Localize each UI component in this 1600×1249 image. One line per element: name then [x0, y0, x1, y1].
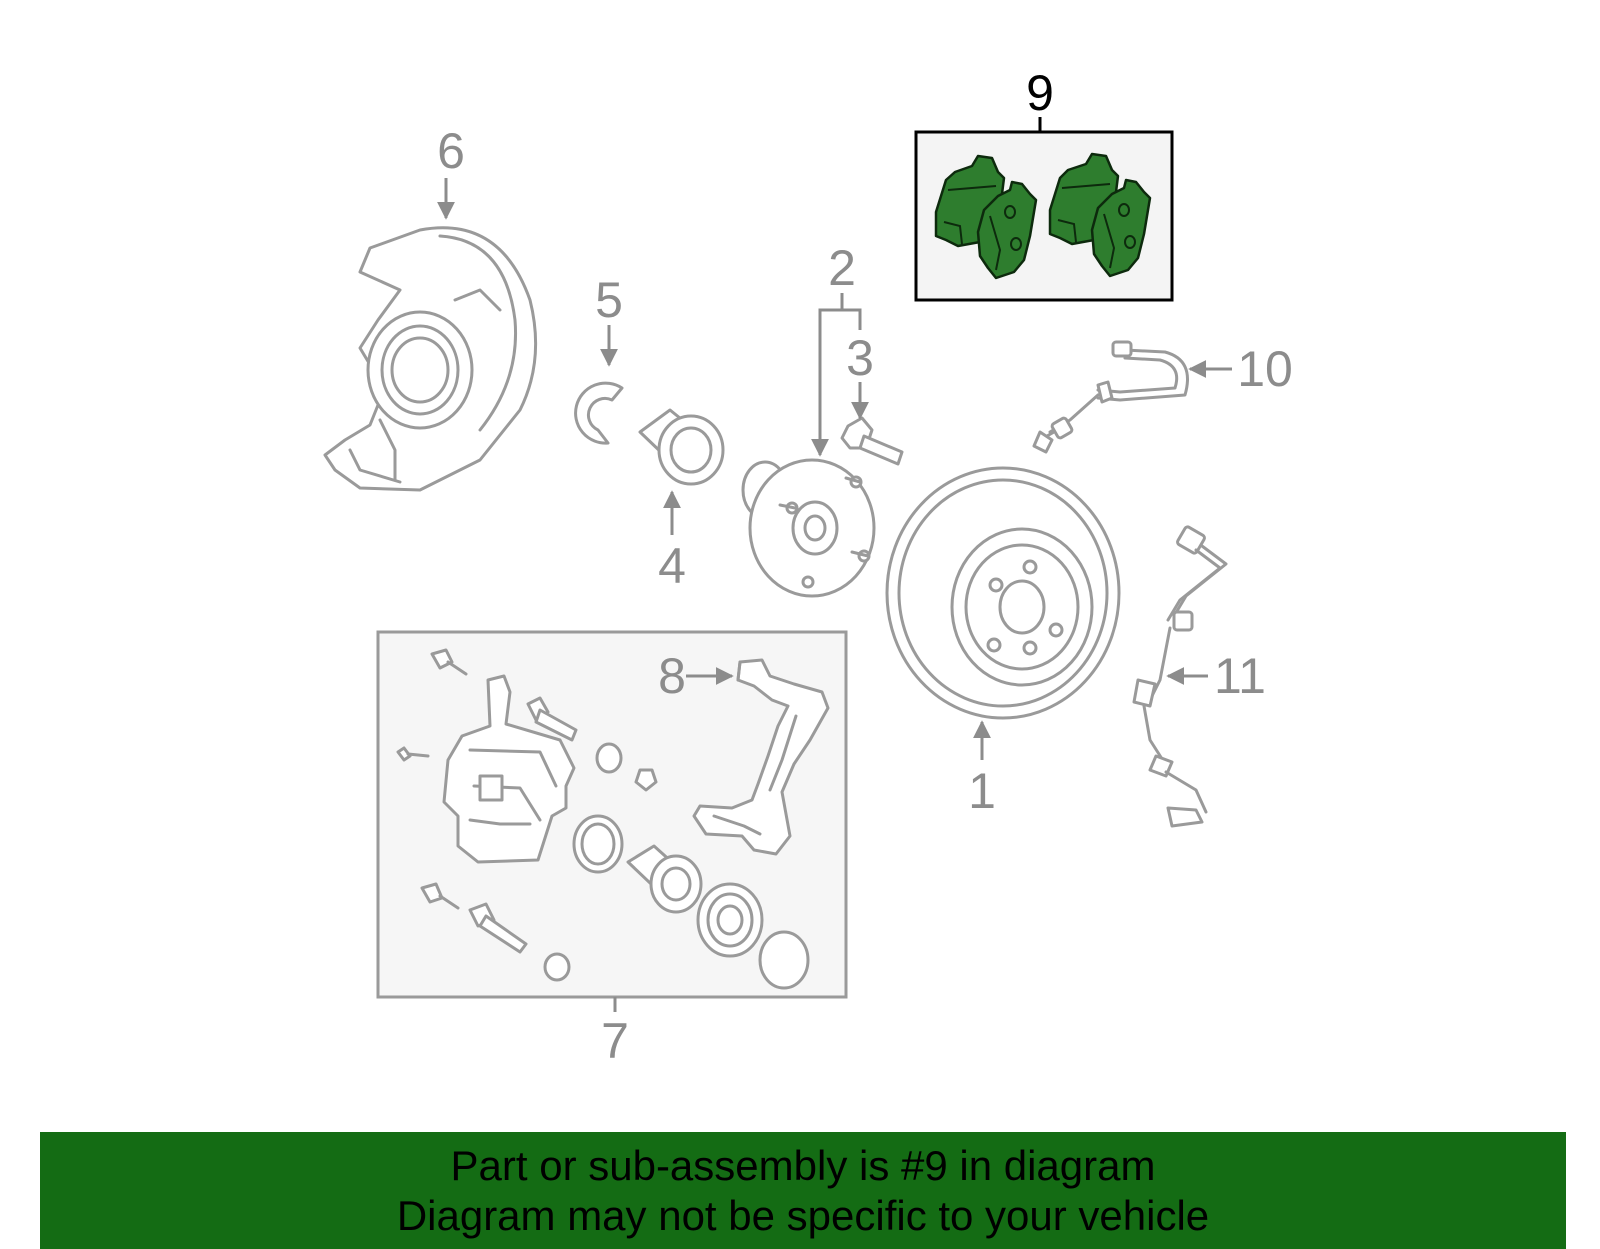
banner-line-part-info: Part or sub-assembly is #9 in diagram: [450, 1141, 1156, 1189]
part-9-brake-pads-kit[interactable]: [914, 130, 1174, 302]
callout-5: 5: [595, 272, 623, 367]
callout-4-label: 4: [658, 538, 686, 594]
part-3-wheel-stud[interactable]: [840, 416, 904, 466]
callout-1: 1: [968, 720, 996, 819]
callout-3-label: 3: [846, 330, 874, 386]
callout-6: 6: [437, 123, 465, 220]
part-6-dust-shield[interactable]: [323, 226, 538, 492]
part-1-rotor[interactable]: [885, 466, 1121, 720]
banner-line-disclaimer: Diagram may not be specific to your vehi…: [396, 1191, 1210, 1239]
part-10-brake-hose[interactable]: [1032, 340, 1189, 454]
callout-10: 10: [1188, 341, 1293, 397]
callout-5-label: 5: [595, 272, 623, 328]
callout-3: 3: [846, 330, 874, 420]
callout-6-label: 6: [437, 123, 465, 179]
callout-9-label: 9: [1026, 65, 1054, 121]
brake-assembly-diagram: 6 5 4 2: [323, 65, 1293, 1069]
callout-1-label: 1: [968, 763, 996, 819]
callout-2-label: 2: [828, 240, 856, 296]
part-2-hub[interactable]: [741, 458, 876, 598]
callout-2: 2: [811, 240, 862, 457]
callout-8-label: 8: [658, 648, 686, 704]
callout-10-label: 10: [1237, 341, 1293, 397]
info-banner: Part or sub-assembly is #9 in diagram Di…: [40, 1132, 1566, 1249]
part-5-snap-ring[interactable]: [574, 381, 624, 445]
callout-8: 8: [658, 648, 734, 704]
callout-11-label: 11: [1214, 648, 1266, 704]
brake-pad-set-left: [934, 154, 1038, 280]
part-8-caliper-bracket[interactable]: [692, 658, 830, 856]
part-11-abs-sensor[interactable]: [1132, 525, 1228, 828]
callout-4: 4: [658, 490, 686, 594]
callout-7: 7: [601, 997, 629, 1069]
callout-7-label: 7: [601, 1013, 629, 1069]
part-4-bearing[interactable]: [638, 408, 725, 486]
brake-pad-set-right: [1048, 152, 1152, 278]
callout-9: 9: [1026, 65, 1054, 132]
callout-11: 11: [1166, 648, 1266, 704]
